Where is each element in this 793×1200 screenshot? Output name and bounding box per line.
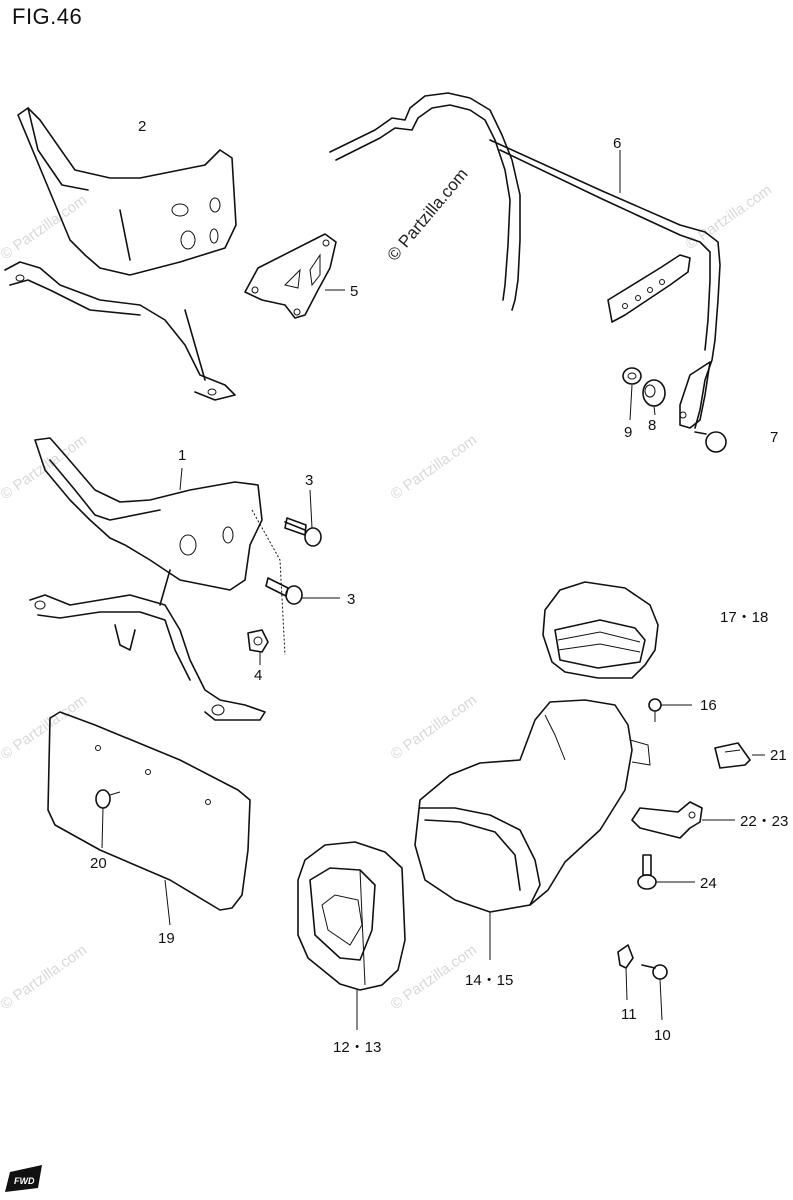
callout-11: 11 [621, 1006, 637, 1023]
part-20-clip[interactable] [95, 789, 121, 849]
part-10-screw[interactable] [641, 964, 668, 1021]
part-3-bolt-upper[interactable] [284, 489, 322, 547]
part-9-nut[interactable] [622, 367, 642, 421]
watermark-text: © Partzilla.com [388, 431, 481, 503]
part-16-screw[interactable] [648, 698, 692, 722]
part-11-clip[interactable] [617, 944, 634, 1001]
callout-16: 16 [700, 697, 717, 714]
callout-22-23: 22・23 [740, 813, 788, 830]
part-2-bracket[interactable] [4, 107, 237, 401]
callout-17-18: 17・18 [720, 609, 768, 626]
part-22-23-bracket[interactable] [631, 801, 735, 839]
part-12-13-duct[interactable] [297, 841, 406, 1030]
part-21-nut[interactable] [714, 742, 765, 769]
part-6-tube-frame[interactable] [329, 92, 721, 429]
watermark-text: © Partzilla.com [0, 191, 90, 263]
callout-3-upper: 3 [305, 472, 313, 489]
watermark-text: © Partzilla.com [0, 691, 90, 763]
callout-7: 7 [770, 429, 778, 446]
part-19-panel[interactable] [47, 711, 251, 926]
callout-8: 8 [648, 417, 656, 434]
part-1-bracket[interactable] [29, 437, 286, 721]
watermark-text: © Partzilla.com [388, 691, 481, 763]
callout-6: 6 [613, 135, 621, 152]
callout-19: 19 [158, 930, 175, 947]
callout-5: 5 [350, 283, 358, 300]
forward-badge-label: FWD [14, 1176, 35, 1186]
part-4-grommet[interactable] [247, 629, 269, 665]
part-7-bolt[interactable] [694, 431, 727, 453]
callout-9: 9 [624, 424, 632, 441]
part-14-15-intake[interactable] [414, 699, 651, 960]
part-17-18-duct[interactable] [542, 581, 659, 679]
callout-24: 24 [700, 875, 717, 892]
partzilla-watermark: © Partzilla.com [384, 165, 472, 265]
forward-direction-badge: FWD [5, 1165, 42, 1192]
callout-3-lower: 3 [347, 591, 355, 608]
callout-14-15: 14・15 [465, 972, 513, 989]
part-24-bolt[interactable] [637, 854, 695, 890]
watermark-text: © Partzilla.com [683, 181, 776, 253]
callout-21: 21 [770, 747, 787, 764]
callout-1: 1 [178, 447, 186, 464]
figure-title: FIG.46 [12, 4, 83, 29]
callout-2: 2 [138, 118, 146, 135]
callout-10: 10 [654, 1027, 671, 1044]
part-3-bolt-lower[interactable] [265, 577, 340, 605]
part-8-cushion[interactable] [642, 379, 666, 416]
part-5-plate[interactable] [244, 233, 345, 319]
callout-20: 20 [90, 855, 107, 872]
callout-12-13: 12・13 [333, 1039, 381, 1056]
watermark-text: © Partzilla.com [0, 941, 90, 1013]
callout-4: 4 [254, 667, 262, 684]
